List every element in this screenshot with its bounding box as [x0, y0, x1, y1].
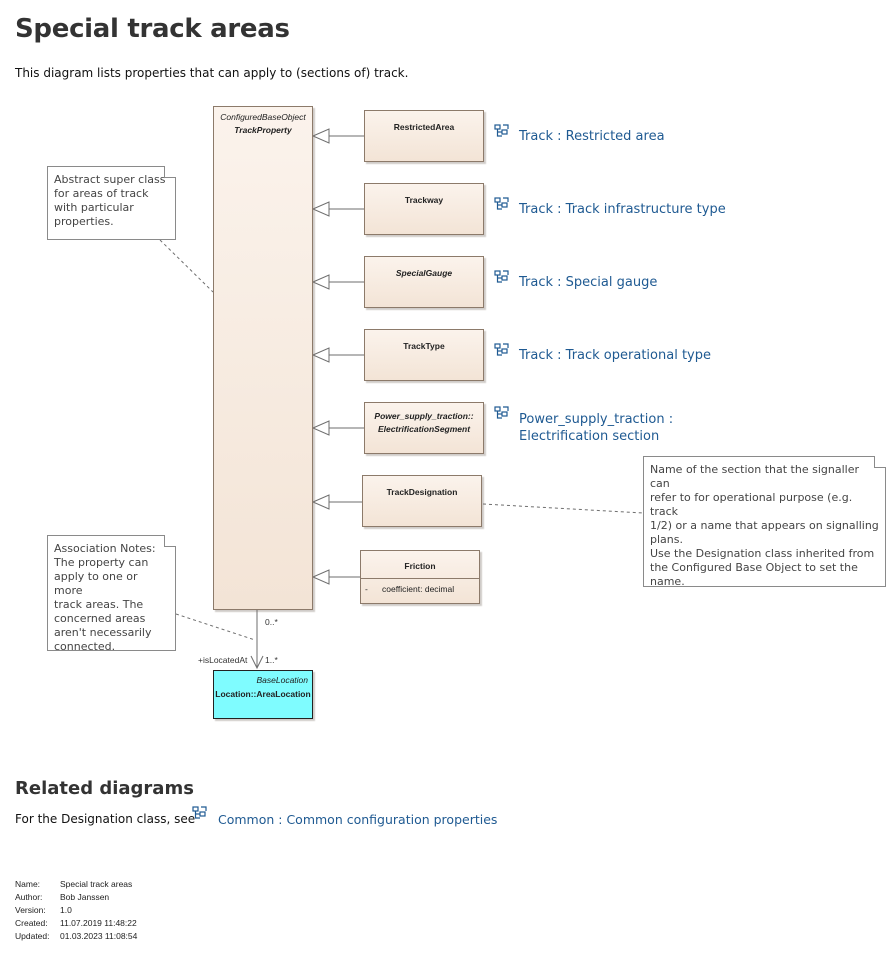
note-line: The property can — [54, 556, 149, 569]
link-track-restricted-area[interactable]: Track : Restricted area — [519, 129, 665, 144]
note-line: the Configured Base Object to set the — [650, 561, 858, 574]
diagram-link-icon[interactable] — [494, 406, 509, 421]
page-intro: This diagram lists properties that can a… — [15, 66, 409, 80]
association-source-multiplicity: 0..* — [265, 617, 278, 627]
note-line: 1/2) or a name that appears on signallin… — [650, 519, 879, 532]
note-fold — [874, 456, 886, 468]
link-electrification-line2: Electrification section — [519, 429, 660, 444]
friction-attribute-visibility: - — [365, 584, 368, 594]
meta-version: 1.0 — [60, 905, 72, 915]
note-line: Abstract super class — [54, 173, 166, 186]
note-line: track areas. The — [54, 598, 144, 611]
note-line: concerned areas — [54, 612, 146, 625]
link-electrification-section[interactable]: Power_supply_traction : Electrification … — [519, 411, 673, 445]
diagram-link-icon[interactable] — [494, 124, 509, 139]
meta-author-label: Author: — [15, 892, 43, 902]
link-track-infrastructure-type[interactable]: Track : Track infrastructure type — [519, 202, 726, 217]
note-line: properties. — [54, 215, 114, 228]
note-line: connected. — [54, 640, 116, 653]
class-electrification-segment[interactable]: Power_supply_traction:: ElectrificationS… — [364, 402, 484, 454]
note-line: for areas of track — [54, 187, 149, 200]
track-property-stereotype: ConfiguredBaseObject — [220, 112, 306, 122]
note-line: Use the Designation class inherited from — [650, 547, 875, 560]
restricted-area-name: RestrictedArea — [393, 122, 455, 132]
special-gauge-name: SpecialGauge — [395, 268, 453, 278]
note-line: Name of the section that the signaller c… — [650, 463, 859, 490]
note-line: Association Notes: — [54, 542, 156, 555]
track-designation-name: TrackDesignation — [386, 487, 458, 497]
class-track-type[interactable]: TrackType — [364, 329, 484, 381]
note-association: Association Notes: The property can appl… — [47, 535, 176, 651]
class-restricted-area[interactable]: RestrictedArea — [364, 110, 484, 162]
note-fold — [164, 535, 176, 547]
meta-name: Special track areas — [60, 879, 133, 889]
association-role: +isLocatedAt — [198, 655, 248, 665]
area-location-stereotype: BaseLocation — [256, 675, 308, 685]
link-track-special-gauge[interactable]: Track : Special gauge — [519, 275, 658, 290]
diagram-metadata: Name: Special track areas Author: Bob Jans… — [15, 878, 137, 943]
note-line: plans. — [650, 533, 683, 546]
friction-attribute: coefficient: decimal — [382, 584, 455, 594]
note-line: apply to one or more — [54, 570, 138, 597]
note-line: aren't necessarily — [54, 626, 152, 639]
link-common-configuration-properties[interactable]: Common : Common configuration properties — [218, 812, 498, 827]
meta-updated: 01.03.2023 11:08:54 — [60, 931, 138, 941]
meta-name-label: Name: — [15, 879, 41, 889]
meta-created-label: Created: — [15, 918, 48, 928]
track-type-name: TrackType — [403, 341, 445, 351]
friction-divider — [361, 578, 479, 579]
meta-updated-label: Updated: — [15, 931, 50, 941]
diagram-link-icon[interactable] — [494, 343, 509, 358]
note-line: name. — [650, 575, 685, 588]
trackway-name: Trackway — [404, 195, 444, 205]
related-diagrams-heading: Related diagrams — [15, 778, 194, 799]
track-property-name: TrackProperty — [234, 125, 292, 135]
link-track-operational-type[interactable]: Track : Track operational type — [519, 348, 711, 363]
area-location-name: Location::AreaLocation — [215, 689, 311, 699]
diagram-link-icon[interactable] — [494, 270, 509, 285]
page-title: Special track areas — [15, 14, 290, 44]
note-line: with particular — [54, 201, 134, 214]
electrification-package: Power_supply_traction:: — [374, 411, 474, 421]
electrification-name: ElectrificationSegment — [377, 424, 471, 434]
note-fold — [164, 166, 176, 178]
meta-created: 11.07.2019 11:48:22 — [60, 918, 137, 928]
diagram-link-icon[interactable] — [192, 806, 207, 821]
class-trackway[interactable]: Trackway — [364, 183, 484, 235]
related-diagrams-text: For the Designation class, see — [15, 812, 196, 826]
note-line: refer to for operational purpose (e.g. t… — [650, 491, 853, 518]
class-track-property[interactable]: ConfiguredBaseObject TrackProperty — [213, 106, 313, 610]
class-special-gauge[interactable]: SpecialGauge — [364, 256, 484, 308]
class-friction[interactable]: Friction - coefficient: decimal — [360, 550, 480, 604]
meta-author: Bob Janssen — [60, 892, 110, 902]
link-electrification-line1: Power_supply_traction : — [519, 412, 674, 427]
note-abstract-superclass: Abstract super class for areas of track … — [47, 166, 176, 240]
class-area-location[interactable]: BaseLocation Location::AreaLocation — [213, 670, 313, 719]
class-track-designation[interactable]: TrackDesignation — [362, 475, 482, 527]
friction-name: Friction — [404, 561, 436, 571]
association-target-multiplicity: 1..* — [265, 655, 278, 665]
note-designation: Name of the section that the signaller c… — [643, 456, 886, 587]
diagram-link-icon[interactable] — [494, 197, 509, 212]
meta-version-label: Version: — [15, 905, 46, 915]
